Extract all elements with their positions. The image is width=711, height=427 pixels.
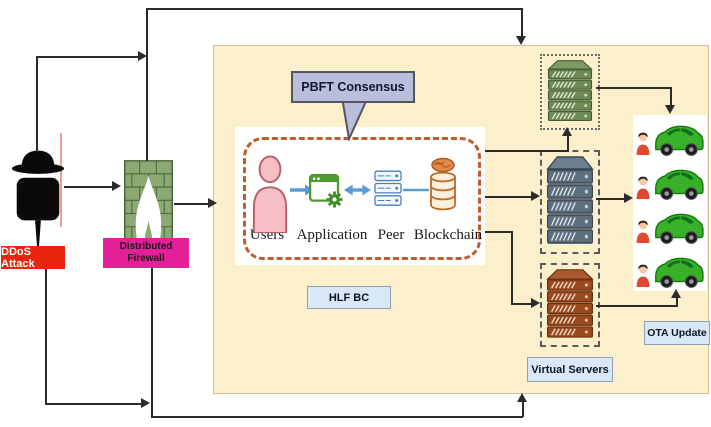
hlf-network-box: Users Application Peer Blockchain — [235, 127, 485, 265]
arrow-both-icon — [343, 184, 372, 196]
edge-top-horizontal — [146, 8, 523, 10]
edge-attack-up-horizontal — [36, 56, 140, 58]
arrowhead-into-zone-bottom — [517, 393, 527, 402]
driver-icon — [636, 176, 650, 199]
edge-hlf-to-server-mid — [485, 196, 533, 198]
arrowhead-server-top — [562, 127, 572, 136]
arrowhead-fleet-top — [665, 105, 675, 114]
virtual-servers-label: Virtual Servers — [527, 357, 613, 382]
consensus-bubble-tail — [341, 97, 369, 141]
arrowhead-firewall-hlf — [208, 198, 217, 208]
component-label-application: Application — [296, 227, 368, 243]
car-icon — [655, 257, 704, 288]
arrowhead-server-bottom — [531, 298, 540, 308]
edge-server-bottom-to-fleet — [596, 305, 678, 307]
edge-top-drop — [521, 8, 523, 39]
brown-server-icon — [546, 269, 594, 338]
edge-hlf-to-server-top — [485, 150, 569, 152]
edge-firewall-down — [151, 268, 153, 418]
arrowhead-fleet-mid — [624, 193, 633, 203]
edge-hlf-server-top-rise — [567, 134, 569, 152]
driver-icon — [636, 264, 650, 287]
car-icon — [655, 213, 704, 244]
edge-hlf-to-server-bottom-h2 — [511, 303, 533, 305]
component-label-peer: Peer — [377, 227, 405, 243]
edge-server-top-to-fleet-drop — [670, 87, 672, 107]
arrowhead-server-mid — [531, 191, 540, 201]
ddos-attack-label: DDoS Attack — [1, 246, 65, 270]
edge-top-vertical — [146, 8, 148, 161]
virtual-server-mid-box — [540, 150, 600, 254]
edge-bottom-rise — [522, 400, 524, 417]
green-server-icon — [547, 60, 593, 122]
edge-server-top-to-fleet — [596, 87, 672, 89]
car-icon — [655, 125, 704, 156]
fleet-panel — [633, 115, 707, 291]
application-window-gear-icon — [309, 174, 343, 208]
user-silhouette-icon — [252, 155, 288, 233]
arrowhead-attack-bottom — [141, 398, 150, 408]
fleet-row — [633, 115, 707, 159]
blockchain-database-icon — [430, 157, 456, 211]
edge-attack-down — [45, 269, 47, 405]
arrowhead-into-zone-top — [516, 36, 526, 45]
arrowhead-attack-firewall — [112, 181, 121, 191]
ota-update-label: OTA Update — [644, 321, 710, 345]
fleet-row — [633, 247, 707, 291]
pbft-consensus-bubble: PBFT Consensus — [291, 71, 415, 103]
edge-server-bottom-to-fleet-rise — [676, 296, 678, 307]
gear-icon — [326, 191, 343, 208]
edge-attack-down-horizontal — [45, 403, 143, 405]
arrowhead-attack-top — [138, 51, 147, 61]
hlf-bc-label: HLF BC — [307, 286, 391, 309]
link-line-icon — [403, 188, 429, 192]
edge-attack-to-firewall — [64, 186, 114, 188]
edge-attack-up — [36, 57, 38, 152]
distributed-firewall-label: Distributed Firewall — [103, 238, 189, 268]
peer-server-icon — [374, 170, 402, 206]
virtual-server-bottom-box — [540, 263, 600, 347]
edge-hlf-to-server-bottom-v — [511, 231, 513, 305]
car-icon — [655, 169, 704, 200]
virtual-server-top-box — [540, 54, 600, 130]
fleet-row — [633, 159, 707, 203]
edge-bottom-horizontal — [151, 416, 523, 418]
red-guide-line — [60, 133, 62, 227]
edge-hlf-to-server-bottom-h1 — [485, 231, 513, 233]
hacker-icon — [11, 150, 65, 247]
hlf-dashed-border — [243, 137, 481, 260]
edge-firewall-to-hlf — [174, 203, 210, 205]
driver-icon — [636, 220, 650, 243]
component-label-blockchain: Blockchain — [413, 227, 483, 243]
arrowhead-fleet-bottom — [671, 289, 681, 298]
fleet-row — [633, 203, 707, 247]
gray-server-icon — [546, 156, 594, 244]
driver-icon — [636, 132, 650, 155]
edge-server-mid-to-fleet — [596, 198, 626, 200]
